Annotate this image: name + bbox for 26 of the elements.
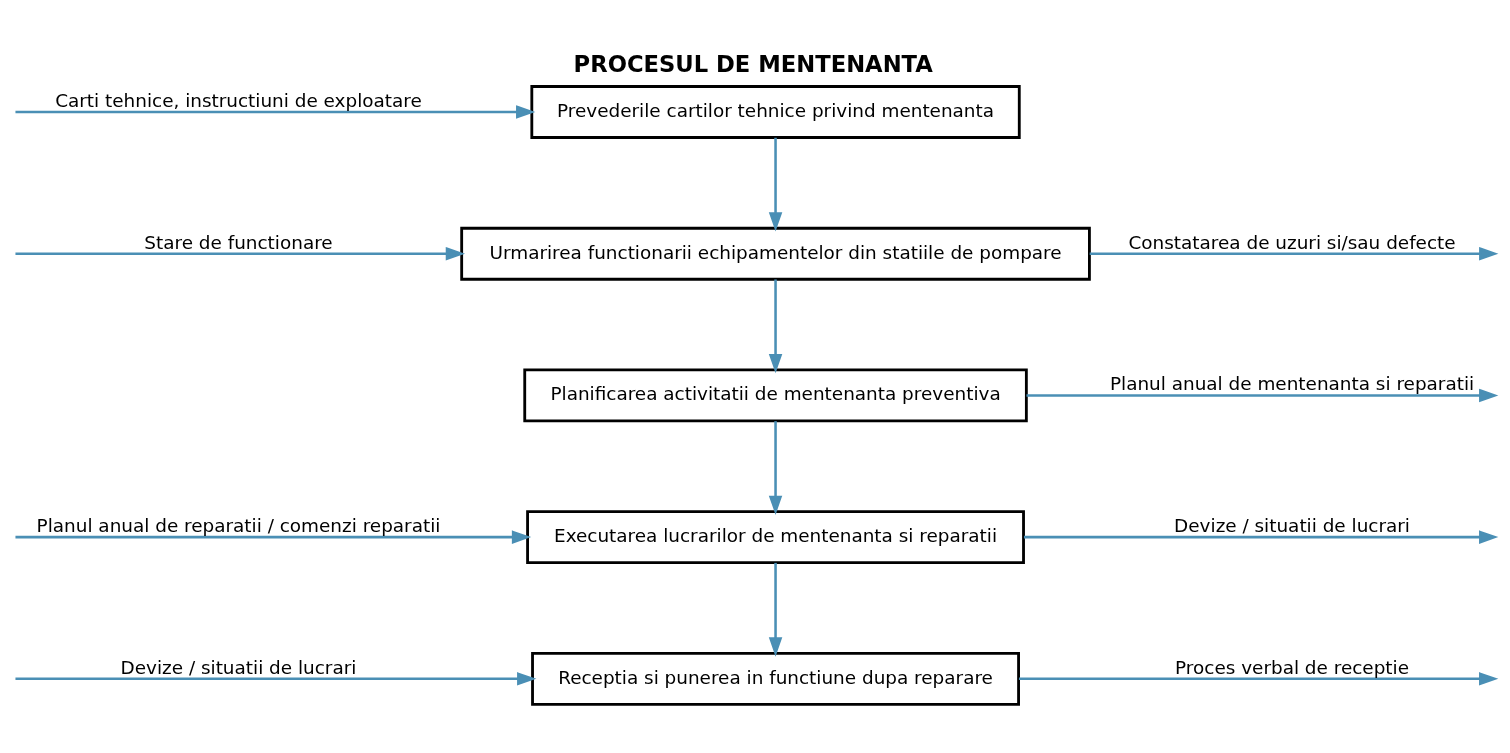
edge-label: Stare de functionare (144, 231, 333, 253)
arrow (15, 246, 466, 260)
edge-label: Planul anual de reparatii / comenzi reparatii (36, 514, 441, 536)
arrow (768, 420, 783, 515)
node-box: Receptia si punerea in functiune dupa reparare (531, 651, 1020, 706)
edge-label: Devize / situatii de lucrari (120, 656, 357, 678)
edge-label: Carti tehnice, instructiuni de exploatare (55, 89, 422, 111)
arrow (1089, 246, 1499, 260)
arrow (768, 279, 783, 373)
edge-label: Proces verbal de receptie (1175, 656, 1410, 678)
edge-label: Constatarea de uzuri si/sau defecte (1128, 231, 1456, 253)
arrow (15, 529, 532, 544)
node-box: Executarea lucrarilor de mentenanta si reparatii (526, 509, 1025, 564)
arrow (768, 562, 783, 657)
arrow (15, 671, 537, 686)
edge-label: Planul anual de mentenanta si reparatii (1109, 372, 1475, 394)
arrow (1023, 529, 1499, 544)
diagram-title: PROCESUL DE MENTENANTA (573, 50, 933, 77)
arrow (1018, 671, 1499, 686)
arrow (15, 104, 536, 119)
node-box: Planificarea activitatii de mentenanta preventiva (523, 368, 1028, 422)
arrow (1026, 388, 1499, 402)
edge-label: Devize / situatii de lucrari (1174, 514, 1410, 536)
node-box: Urmarirea functionarii echipamentelor din statiile de pompare (460, 226, 1091, 281)
arrow (768, 137, 783, 232)
node-box: Prevederile cartilor tehnice privind mentenanta (530, 84, 1021, 139)
